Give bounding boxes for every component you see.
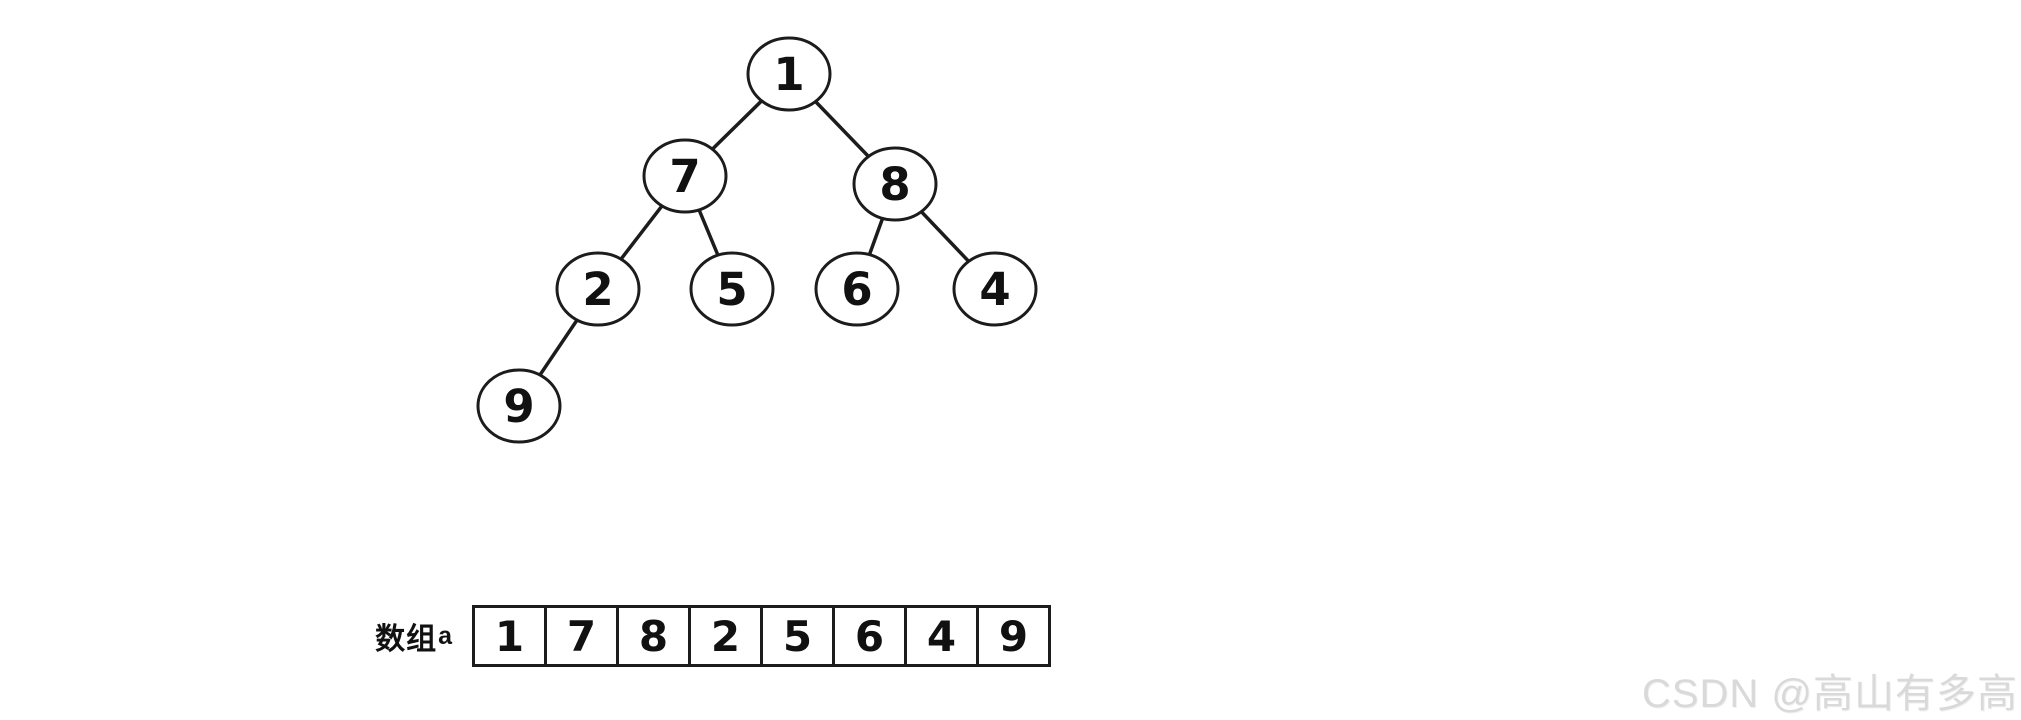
array-cell-value: 2 [710, 611, 741, 661]
array-cell: 1 [472, 605, 547, 667]
tree-node-value: 1 [773, 48, 804, 101]
tree-node-value: 6 [841, 263, 872, 316]
array-cell-value: 7 [566, 611, 597, 661]
tree-node-circle [476, 368, 562, 444]
tree-node: 5 [689, 251, 775, 327]
tree-node-value: 2 [582, 263, 613, 316]
tree-node-value: 4 [979, 263, 1010, 316]
array-label-cn: 数组 [375, 623, 438, 656]
tree-node-value: 8 [879, 158, 910, 211]
array-cell: 9 [976, 605, 1051, 667]
csdn-watermark: CSDN @高山有多高 [1641, 672, 2018, 716]
array-cell-value: 5 [782, 611, 813, 661]
array-cell-value: 9 [998, 611, 1029, 661]
tree-node-circle [814, 251, 900, 327]
tree-node: 7 [642, 138, 728, 214]
array-cell: 5 [760, 605, 835, 667]
tree-nodes: 1 7 8 2 5 6 4 9 [476, 36, 1038, 444]
tree-node: 4 [952, 251, 1038, 327]
tree-node-circle [852, 146, 938, 222]
array-cell-value: 1 [494, 611, 525, 661]
tree-node: 6 [814, 251, 900, 327]
array-cell: 8 [616, 605, 691, 667]
array-cell-value: 8 [638, 611, 669, 661]
tree-node: 9 [476, 368, 562, 444]
tree-node: 2 [555, 251, 641, 327]
tree-node-value: 7 [669, 150, 700, 203]
tree-node: 1 [746, 36, 832, 112]
array-cell: 2 [688, 605, 763, 667]
tree-node-circle [555, 251, 641, 327]
tree-node-value: 9 [503, 380, 534, 433]
array-cell-value: 4 [926, 611, 957, 661]
tree-node: 8 [852, 146, 938, 222]
array-cell: 6 [832, 605, 907, 667]
tree-node-circle [642, 138, 728, 214]
tree-node-circle [952, 251, 1038, 327]
tree-node-circle [689, 251, 775, 327]
array-cell: 7 [544, 605, 619, 667]
tree-edges [517, 72, 997, 408]
array-label-suffix: a [438, 621, 452, 650]
array-cell-value: 6 [854, 611, 885, 661]
tree-node-circle [746, 36, 832, 112]
tree-node-value: 5 [716, 263, 747, 316]
array-cell: 4 [904, 605, 979, 667]
